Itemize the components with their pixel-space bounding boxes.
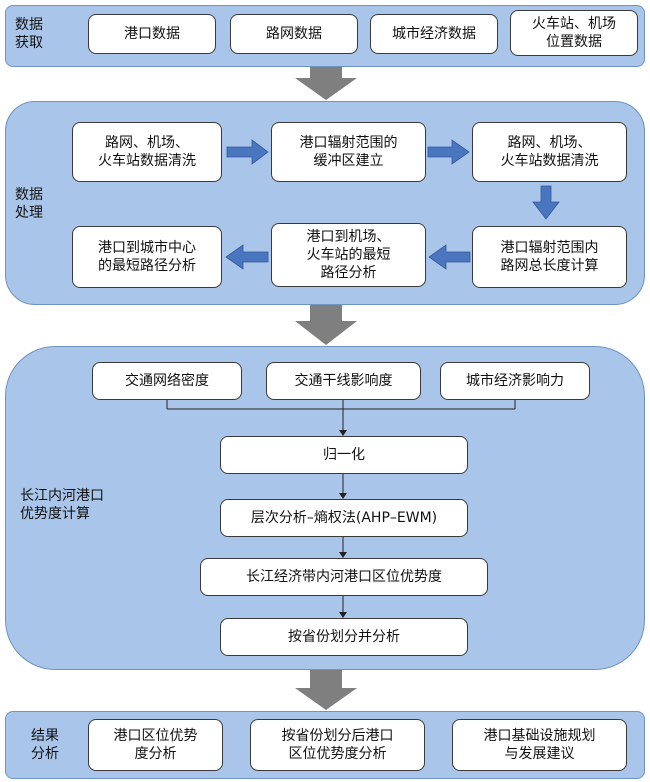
box-port-airport-station-shortest-path: 港口到机场、 火车站的最短 路径分析 <box>271 223 426 287</box>
panel-label-data-acquisition: 数据 获取 <box>15 17 43 51</box>
gray-down-arrow-1 <box>295 67 357 100</box>
gray-down-arrow-3 <box>295 670 357 710</box>
box-port-location-advantage-analysis: 港口区位优势 度分析 <box>88 719 223 771</box>
box-road-airport-station-data-cleaning-2: 路网、机场、 火车站数据清洗 <box>472 122 627 182</box>
box-infrastructure-planning-suggestions: 港口基础设施规划 与发展建议 <box>452 719 627 771</box>
box-port-radiation-buffer: 港口辐射范围的 缓冲区建立 <box>271 122 426 182</box>
box-urban-economic-influence: 城市经济影响力 <box>440 362 590 400</box>
box-road-network-data: 路网数据 <box>230 14 358 54</box>
box-provincial-port-advantage-analysis: 按省份划分后港口 区位优势度分析 <box>250 719 425 771</box>
box-transport-network-density: 交通网络密度 <box>92 362 242 400</box>
panel-label-data-processing: 数据 处理 <box>15 187 43 221</box>
panel-label-results-analysis: 结果 分析 <box>31 728 59 762</box>
box-normalization: 归一化 <box>220 436 468 474</box>
box-port-city-center-shortest-path: 港口到城市中心 的最短路径分析 <box>72 226 222 288</box>
box-port-data: 港口数据 <box>88 14 216 54</box>
gray-down-arrow-2 <box>295 305 357 345</box>
box-station-airport-location-data: 火车站、机场 位置数据 <box>510 10 638 56</box>
box-road-network-length-calc: 港口辐射范围内 路网总长度计算 <box>472 226 627 288</box>
panel-label-advantage-calculation: 长江内河港口 优势度计算 <box>20 488 104 522</box>
box-provincial-division-analysis: 按省份划分并分析 <box>220 618 468 656</box>
box-yangtze-port-location-advantage: 长江经济带内河港口区位优势度 <box>200 558 488 596</box>
box-urban-economy-data: 城市经济数据 <box>370 14 498 54</box>
box-trunk-line-influence: 交通干线影响度 <box>266 362 421 400</box>
box-road-airport-station-data-cleaning-1: 路网、机场、 火车站数据清洗 <box>72 122 222 182</box>
box-ahp-ewm: 层次分析–熵权法(AHP–EWM) <box>220 499 468 537</box>
